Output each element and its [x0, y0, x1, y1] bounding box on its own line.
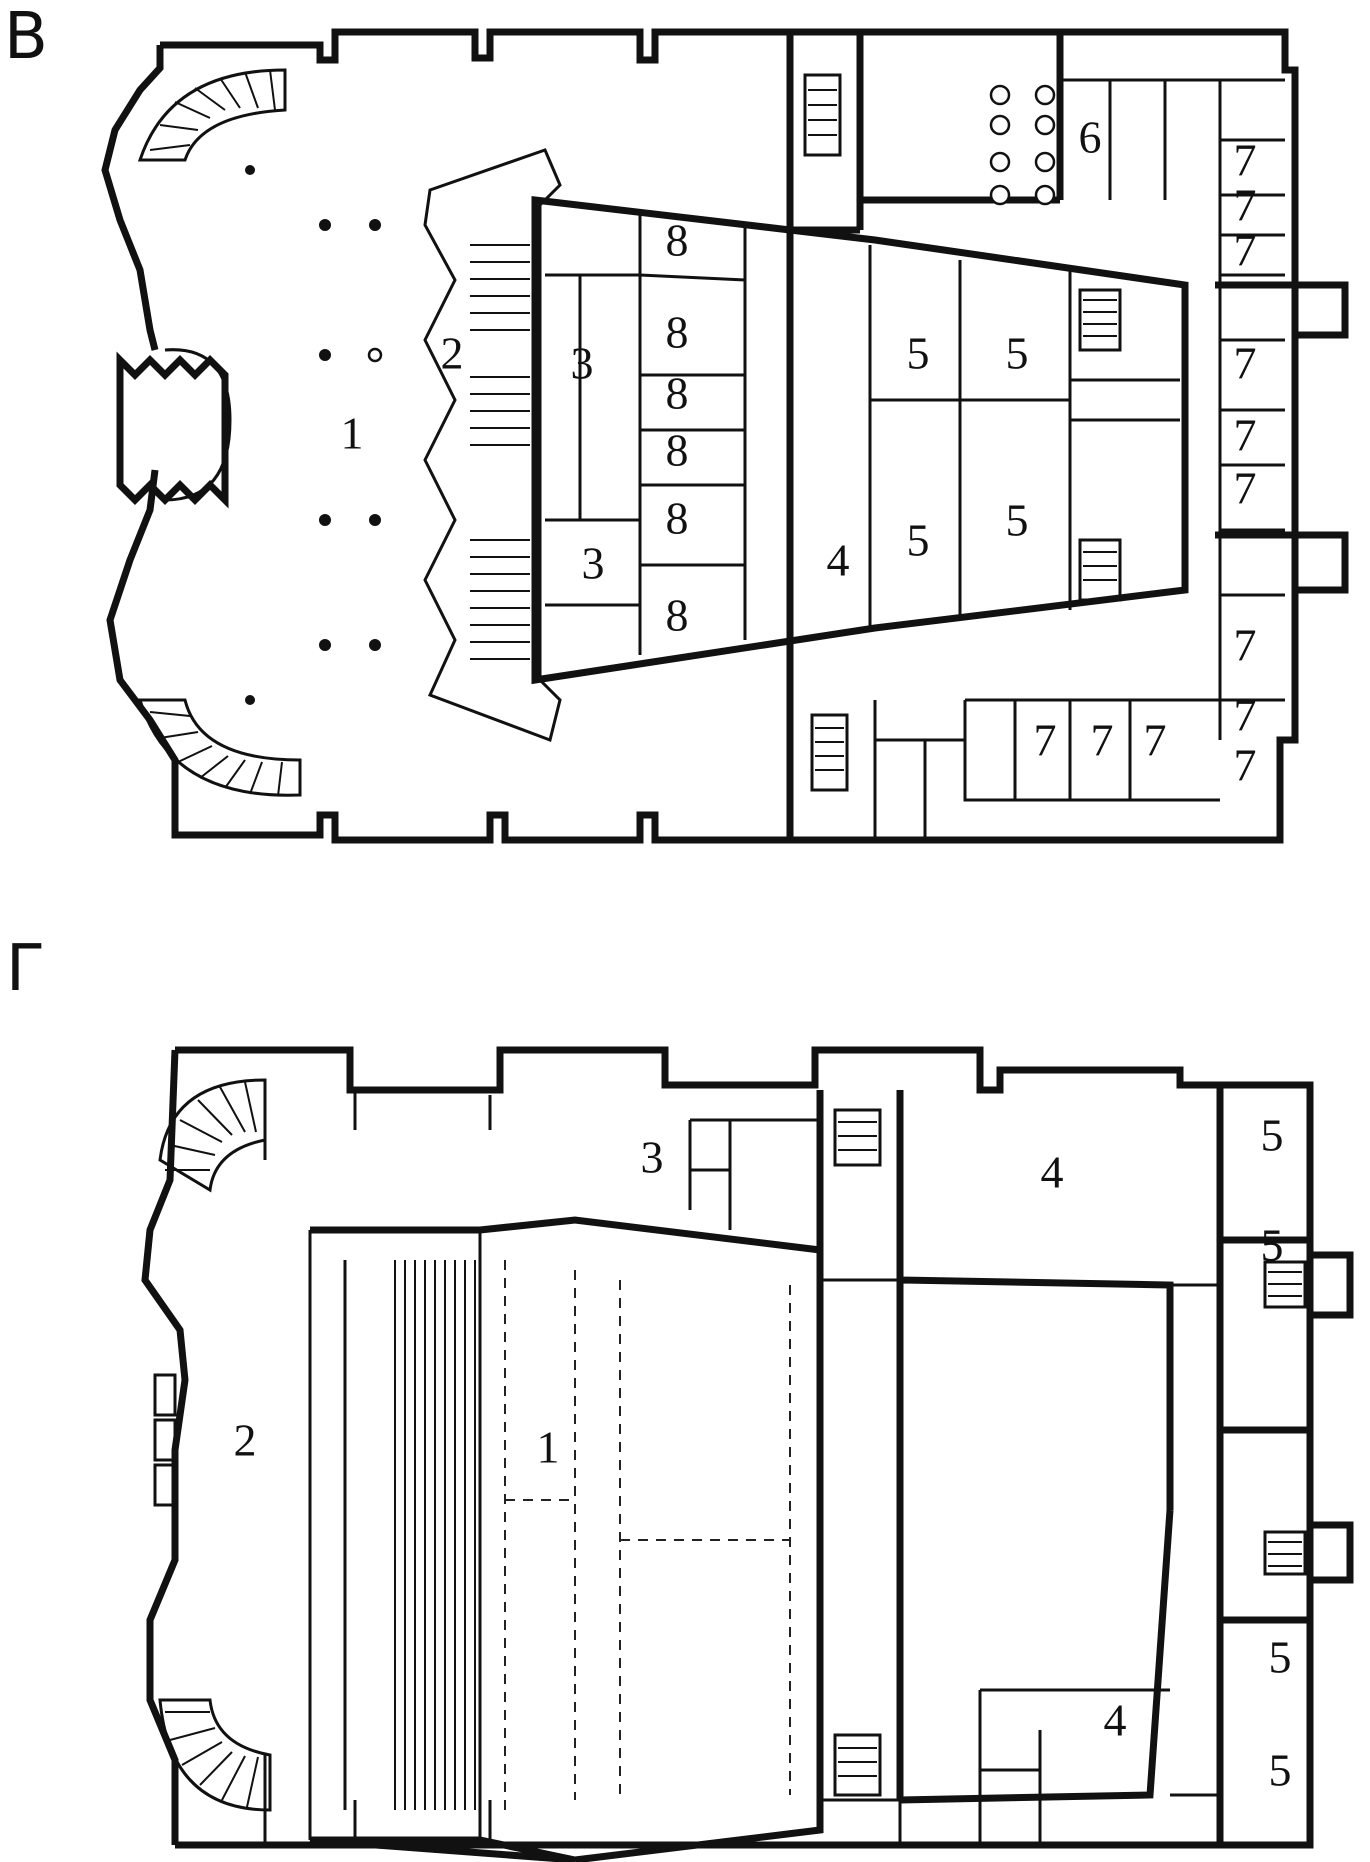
plan-v-label-7g: 7: [1234, 620, 1257, 671]
plan-g-foyer-wall: [263, 1080, 492, 1845]
plan-v-stair-north-treads: [149, 69, 276, 151]
plan-v-label-1: 1: [341, 408, 364, 459]
plan-v-label-3b: 3: [582, 538, 605, 589]
plan-v-stair-south-treads: [149, 711, 283, 797]
plan-v-columns: [245, 165, 383, 705]
plan-g-label-5c: 5: [1269, 1632, 1292, 1683]
plan-v-label-5a: 5: [907, 328, 930, 379]
plan-v-label-2: 2: [441, 328, 464, 379]
plan-v-small-stairs: [1078, 288, 1122, 602]
plan-v-label-8b: 8: [666, 307, 689, 358]
plan-v-room6-columns: [989, 84, 1056, 206]
plan-g-room-labels: 1 2 3 4 4 5 5 5 5: [234, 1110, 1292, 1796]
plan-g-label-4b: 4: [1104, 1695, 1127, 1746]
plan-v-letter: В: [4, 0, 48, 74]
plan-g-label-3: 3: [641, 1132, 664, 1183]
plan-v-label-7f: 7: [1234, 463, 1257, 514]
plan-v-label-7a: 7: [1234, 135, 1257, 186]
plan-v-label-8a: 8: [666, 215, 689, 266]
plan-v-rooms-8: [638, 210, 747, 655]
plan-g-room-3: [688, 1118, 820, 1230]
plan-v-label-7j: 7: [1144, 715, 1167, 766]
plan-g-entrance-doors: [153, 1373, 177, 1507]
plan-v-stair-south: [137, 698, 302, 797]
plan-v-room-labels: 1 2 3 3 4 5 5 5 5 6 7 7 7 7 7 7 7 7 7 7 …: [341, 112, 1257, 791]
plan-g-label-5a: 5: [1261, 1110, 1284, 1161]
plan-v-label-7i: 7: [1091, 715, 1114, 766]
plan-v-outer-wall: [101, 28, 794, 844]
plan-v-label-8e: 8: [666, 493, 689, 544]
plan-g-label-4a: 4: [1041, 1147, 1064, 1198]
plan-v-label-7d: 7: [1234, 338, 1257, 389]
plan-g-stair-south: [158, 1698, 272, 1812]
plan-g-rooms-4: [898, 1688, 1170, 1845]
plan-v-service-block: [790, 28, 1349, 844]
plan-g-stair-south-treads: [165, 1711, 259, 1808]
plan-v-label-7k: 7: [1234, 690, 1257, 741]
plan-v-label-7l: 7: [1234, 740, 1257, 791]
plan-v-service-stairs: [803, 73, 849, 792]
plan-g-auditorium: [309, 1216, 824, 1862]
plan-g-label-1: 1: [537, 1422, 560, 1473]
plan-v-label-3a: 3: [571, 338, 594, 389]
plan-g-label-5d: 5: [1269, 1745, 1292, 1796]
plan-v-label-7e: 7: [1234, 410, 1257, 461]
plan-g-label-2: 2: [234, 1415, 257, 1466]
plan-v-label-8c: 8: [666, 368, 689, 419]
plan-g: Г: [6, 932, 1354, 1862]
plan-v-seating-rows: [470, 244, 530, 660]
plan-v-service-cells: [873, 78, 1285, 840]
plan-v-label-5c: 5: [907, 515, 930, 566]
plan-v-stair-north: [137, 68, 287, 162]
plan-v-label-8d: 8: [666, 425, 689, 476]
plan-v-label-6: 6: [1079, 112, 1102, 163]
plan-g-backstage: [816, 1090, 1174, 1830]
plan-v-label-5d: 5: [1006, 495, 1029, 546]
plan-v-rooms-5: [870, 260, 1180, 615]
plan-g-seating-rows: [394, 1260, 476, 1810]
plan-v-label-7h: 7: [1034, 715, 1057, 766]
plan-g-stage: [504, 1260, 791, 1810]
plan-v-label-4: 4: [827, 535, 850, 586]
plan-v-label-5b: 5: [1006, 328, 1029, 379]
plan-v-entrance: [116, 351, 229, 509]
plan-g-outer-wall: [141, 1046, 1314, 1849]
plan-v-label-7b: 7: [1234, 180, 1257, 231]
plan-g-stair-north-treads: [165, 1081, 257, 1171]
plan-v-hall-block: [531, 196, 1189, 685]
plan-g-label-5b: 5: [1261, 1220, 1284, 1271]
plan-v-label-8f: 8: [666, 590, 689, 641]
plan-v: В: [4, 0, 1349, 844]
plan-g-letter: Г: [6, 932, 45, 1006]
plan-g-service-stairs: [833, 1108, 1307, 1797]
plan-v-label-7c: 7: [1234, 225, 1257, 276]
plan-g-service-block: [1216, 1085, 1354, 1845]
